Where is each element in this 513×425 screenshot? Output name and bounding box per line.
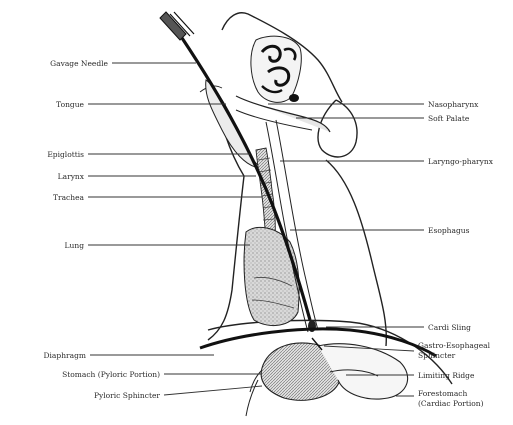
label-limiting-ridge: Limiting Ridge xyxy=(418,371,475,380)
label-esophagus: Esophagus xyxy=(428,226,470,235)
label-gavage-needle: Gavage Needle xyxy=(50,59,108,68)
leaders-left xyxy=(88,63,262,395)
label-lung: Lung xyxy=(65,241,85,250)
label-tongue: Tongue xyxy=(56,100,84,109)
label-gastro-esophageal-line2: Sphincter xyxy=(418,351,456,360)
label-soft-palate: Soft Palate xyxy=(428,114,470,123)
label-trachea: Trachea xyxy=(53,193,85,202)
label-forestomach-line2: (Cardiac Portion) xyxy=(418,399,484,408)
label-laryngopharynx: Laryngo-pharynx xyxy=(428,157,494,166)
label-nasopharynx: Nasopharynx xyxy=(428,100,479,109)
nasal-turbinates xyxy=(251,36,301,102)
lung xyxy=(244,227,299,325)
label-forestomach-line1: Forestomach xyxy=(418,389,467,398)
labels-right: Nasopharynx Soft Palate Laryngo-pharynx … xyxy=(418,100,494,408)
label-pyloric-sphincter: Pyloric Sphincter xyxy=(94,391,160,400)
label-diaphragm: Diaphragm xyxy=(44,351,86,360)
label-epiglottis: Epiglottis xyxy=(47,150,84,159)
label-cardi-sling: Cardi Sling xyxy=(428,323,471,332)
label-gastro-esophageal-line1: Gastro-Esophageal xyxy=(418,341,491,350)
label-stomach-pyloric: Stomach (Pyloric Portion) xyxy=(62,370,160,379)
labels-left: Gavage Needle Tongue Epiglottis Larynx T… xyxy=(44,59,161,400)
label-larynx: Larynx xyxy=(58,172,85,181)
